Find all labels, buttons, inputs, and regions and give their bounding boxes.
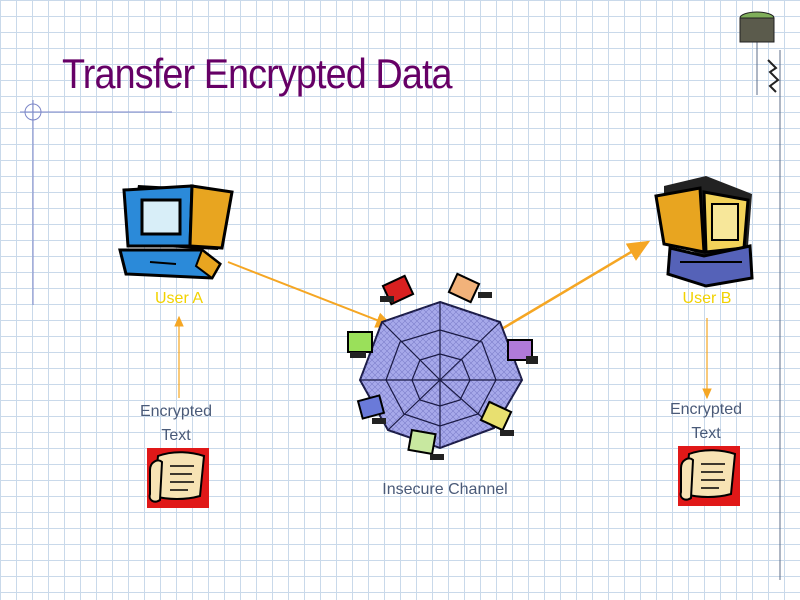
encrypted-text-label-b-line1: Encrypted bbox=[669, 401, 743, 418]
encrypted-text-label-a: Encrypted Text bbox=[132, 400, 220, 448]
network-cable-icon bbox=[739, 11, 781, 580]
arrow-channel-to-user-b bbox=[499, 240, 651, 332]
encrypted-text-label-b-line2: Text bbox=[691, 425, 721, 442]
scroll-document-icon-a bbox=[147, 448, 209, 508]
computer-icon-user-b bbox=[654, 176, 754, 288]
user-a-label: User A bbox=[154, 290, 203, 307]
user-b-label: User B bbox=[682, 290, 732, 307]
title-rule-decoration bbox=[20, 100, 172, 305]
scroll-document-icon-b bbox=[678, 446, 740, 506]
encrypted-text-label-a-line2: Text bbox=[161, 427, 191, 444]
insecure-channel-label: Insecure Channel bbox=[382, 481, 508, 498]
slide-title: Transfer Encrypted Data bbox=[62, 50, 453, 97]
encrypted-text-label-b: Encrypted Text bbox=[662, 398, 750, 446]
encrypted-text-label-a-line1: Encrypted bbox=[139, 403, 213, 420]
spider-web-network-icon bbox=[347, 272, 538, 460]
computer-icon-user-a bbox=[118, 184, 234, 280]
arrow-user-a-to-channel bbox=[227, 261, 394, 328]
